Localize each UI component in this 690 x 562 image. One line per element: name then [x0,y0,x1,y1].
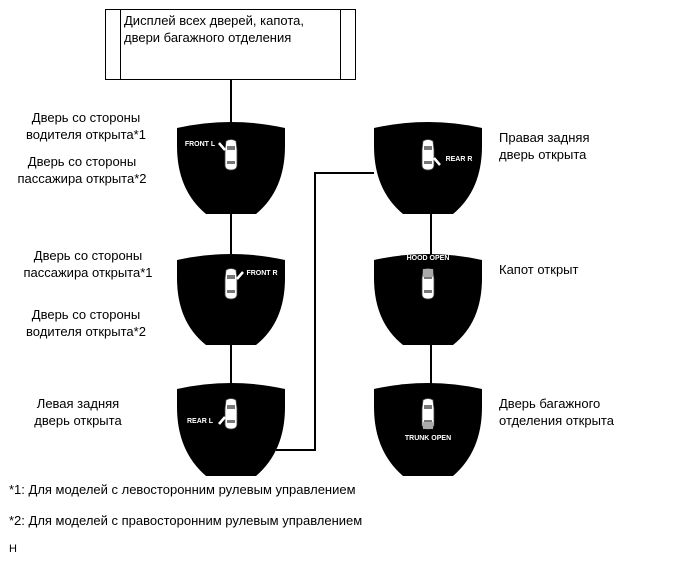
display-label: HOOD OPEN [407,255,450,262]
display-label: FRONT L [185,141,216,148]
display-front-l: FRONT L [177,122,285,214]
desc-line: Дверь со стороны [31,307,141,322]
desc-line: Правая задняя [499,130,590,145]
display-front-r: FRONT R [177,254,285,345]
desc-line: Дверь со стороны [31,110,141,125]
display-label: TRUNK OPEN [405,435,451,442]
desc-front-r-rhd: Дверь со стороны водителя открыта*2 [8,306,164,340]
car-icon [218,139,238,171]
display-rear-l: REAR L [177,383,285,476]
open-hood-icon [423,269,433,277]
display-rear-r: REAR R [374,122,482,214]
desc-hood-open: Капот открыт [499,261,578,278]
footnote-1: *1: Для моделей с левосторонним рулевым … [9,482,356,497]
desc-line: отделения открыта [499,413,614,428]
desc-line: Капот открыт [499,262,579,277]
desc-front-r-lhd: Дверь со стороны пассажира открыта*1 [10,247,166,281]
desc-line: пассажира открыта*1 [23,265,153,280]
open-door-icon [218,142,226,151]
desc-line: Дверь со стороны [33,248,143,263]
open-door-icon [218,416,226,425]
open-door-icon [236,271,244,280]
car-icon [421,398,435,430]
desc-line: Дверь багажного [499,396,601,411]
figure-code: H [9,543,17,555]
box-text-line: Дисплей всех дверей, капота, [124,13,304,28]
desc-line: водителя открыта*1 [26,127,146,142]
car-icon [218,398,238,430]
connector-rear-l-to-rear-r [276,172,374,451]
desc-line: дверь открыта [34,413,122,428]
box-divider [120,10,121,79]
display-trunk-open: TRUNK OPEN [374,383,482,476]
display-hood-open: HOOD OPEN [374,254,482,345]
desc-rear-r: Правая задняя дверь открыта [499,129,589,163]
open-door-icon [433,157,441,166]
car-icon [421,139,441,171]
box-text: Дисплей всех дверей, капота, двери багаж… [124,12,304,46]
desc-line: Левая задняя [36,396,120,411]
connector-lines [230,80,432,451]
desc-front-l-rhd: Дверь со стороны пассажира открыта*2 [4,153,160,187]
all-doors-display-box: Дисплей всех дверей, капота, двери багаж… [105,9,356,80]
car-icon [224,268,244,300]
desc-line: дверь открыта [499,147,587,162]
desc-line: Дверь со стороны [27,154,137,169]
desc-front-l-lhd: Дверь со стороны водителя открыта*1 [8,109,164,143]
open-trunk-icon [423,422,433,429]
desc-line: водителя открыта*2 [26,324,146,339]
desc-trunk-open: Дверь багажного отделения открыта [499,395,614,429]
display-label: REAR L [187,418,214,425]
box-text-line: двери багажного отделения [124,30,292,45]
footnote-2: *2: Для моделей с правосторонним рулевым… [9,513,363,528]
desc-line: пассажира открыта*2 [17,171,147,186]
display-label: REAR R [446,156,473,163]
box-divider [340,10,341,79]
desc-rear-l: Левая задняя дверь открыта [18,395,138,429]
car-icon [421,268,435,300]
display-label: FRONT R [246,270,277,277]
